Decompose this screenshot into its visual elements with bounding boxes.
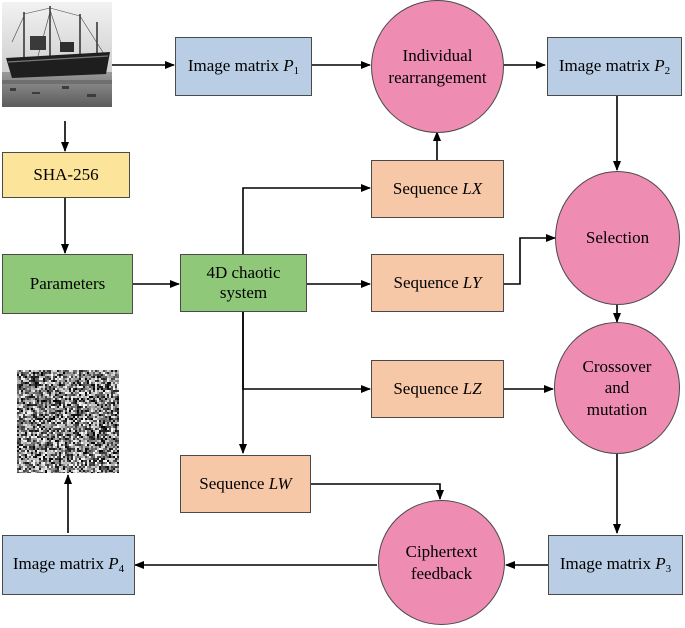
selection-circle: Selection — [555, 171, 680, 305]
crossover-mutation-circle: Crossover and mutation — [554, 322, 680, 454]
sequence-lz: Sequence LZ — [371, 360, 504, 418]
chaotic-system-line2: system — [219, 283, 268, 302]
arrow-ly-selection — [504, 234, 556, 285]
arrow-chaotic-lx — [242, 184, 371, 254]
image-matrix-p4-label: Image matrix P4 — [12, 554, 125, 576]
crossover-line1: Crossover — [582, 357, 652, 377]
chaotic-system-box: 4D chaotic system — [180, 254, 307, 312]
image-matrix-p1: Image matrix P1 — [175, 37, 312, 96]
cipher-line1: Ciphertext — [405, 542, 478, 562]
crossover-line2: and — [604, 378, 630, 398]
sequence-ly-label: Sequence LY — [393, 273, 482, 293]
sequence-lx: Sequence LX — [371, 160, 504, 218]
chaotic-system-line1: 4D chaotic — [206, 263, 281, 283]
image-matrix-p1-label: Image matrix P1 — [187, 55, 300, 77]
sequence-lw: Sequence LW — [180, 455, 311, 513]
individual-line2: rearrangement — [388, 67, 487, 87]
cipher-line2: feedback — [410, 563, 473, 583]
individual-rearrangement-circle: Individual rearrangement — [371, 0, 504, 133]
individual-line1: Individual — [402, 46, 473, 66]
arrow-lw-cipher — [311, 483, 444, 500]
selection-label: Selection — [585, 228, 650, 248]
sha-256-box: SHA-256 — [2, 152, 130, 198]
image-matrix-p4: Image matrix P4 — [2, 535, 135, 595]
parameters-label: Parameters — [29, 274, 106, 294]
crossover-line3: mutation — [586, 399, 648, 419]
ciphertext-feedback-circle: Ciphertext feedback — [378, 500, 505, 625]
arrow-chaotic-lz — [242, 312, 371, 393]
image-matrix-p2: Image matrix P2 — [547, 37, 682, 96]
image-matrix-p2-label: Image matrix P2 — [558, 55, 671, 77]
parameters-box: Parameters — [2, 254, 133, 314]
image-matrix-p3-label: Image matrix P3 — [559, 554, 672, 576]
sha-256-label: SHA-256 — [33, 165, 99, 185]
sequence-ly: Sequence LY — [371, 254, 504, 312]
ship-photo — [2, 2, 112, 107]
sequence-lx-label: Sequence LX — [392, 179, 483, 199]
noise-image — [17, 370, 119, 473]
sequence-lz-label: Sequence LZ — [393, 379, 482, 399]
image-matrix-p3: Image matrix P3 — [548, 535, 683, 595]
sequence-lw-label: Sequence LW — [199, 474, 292, 494]
